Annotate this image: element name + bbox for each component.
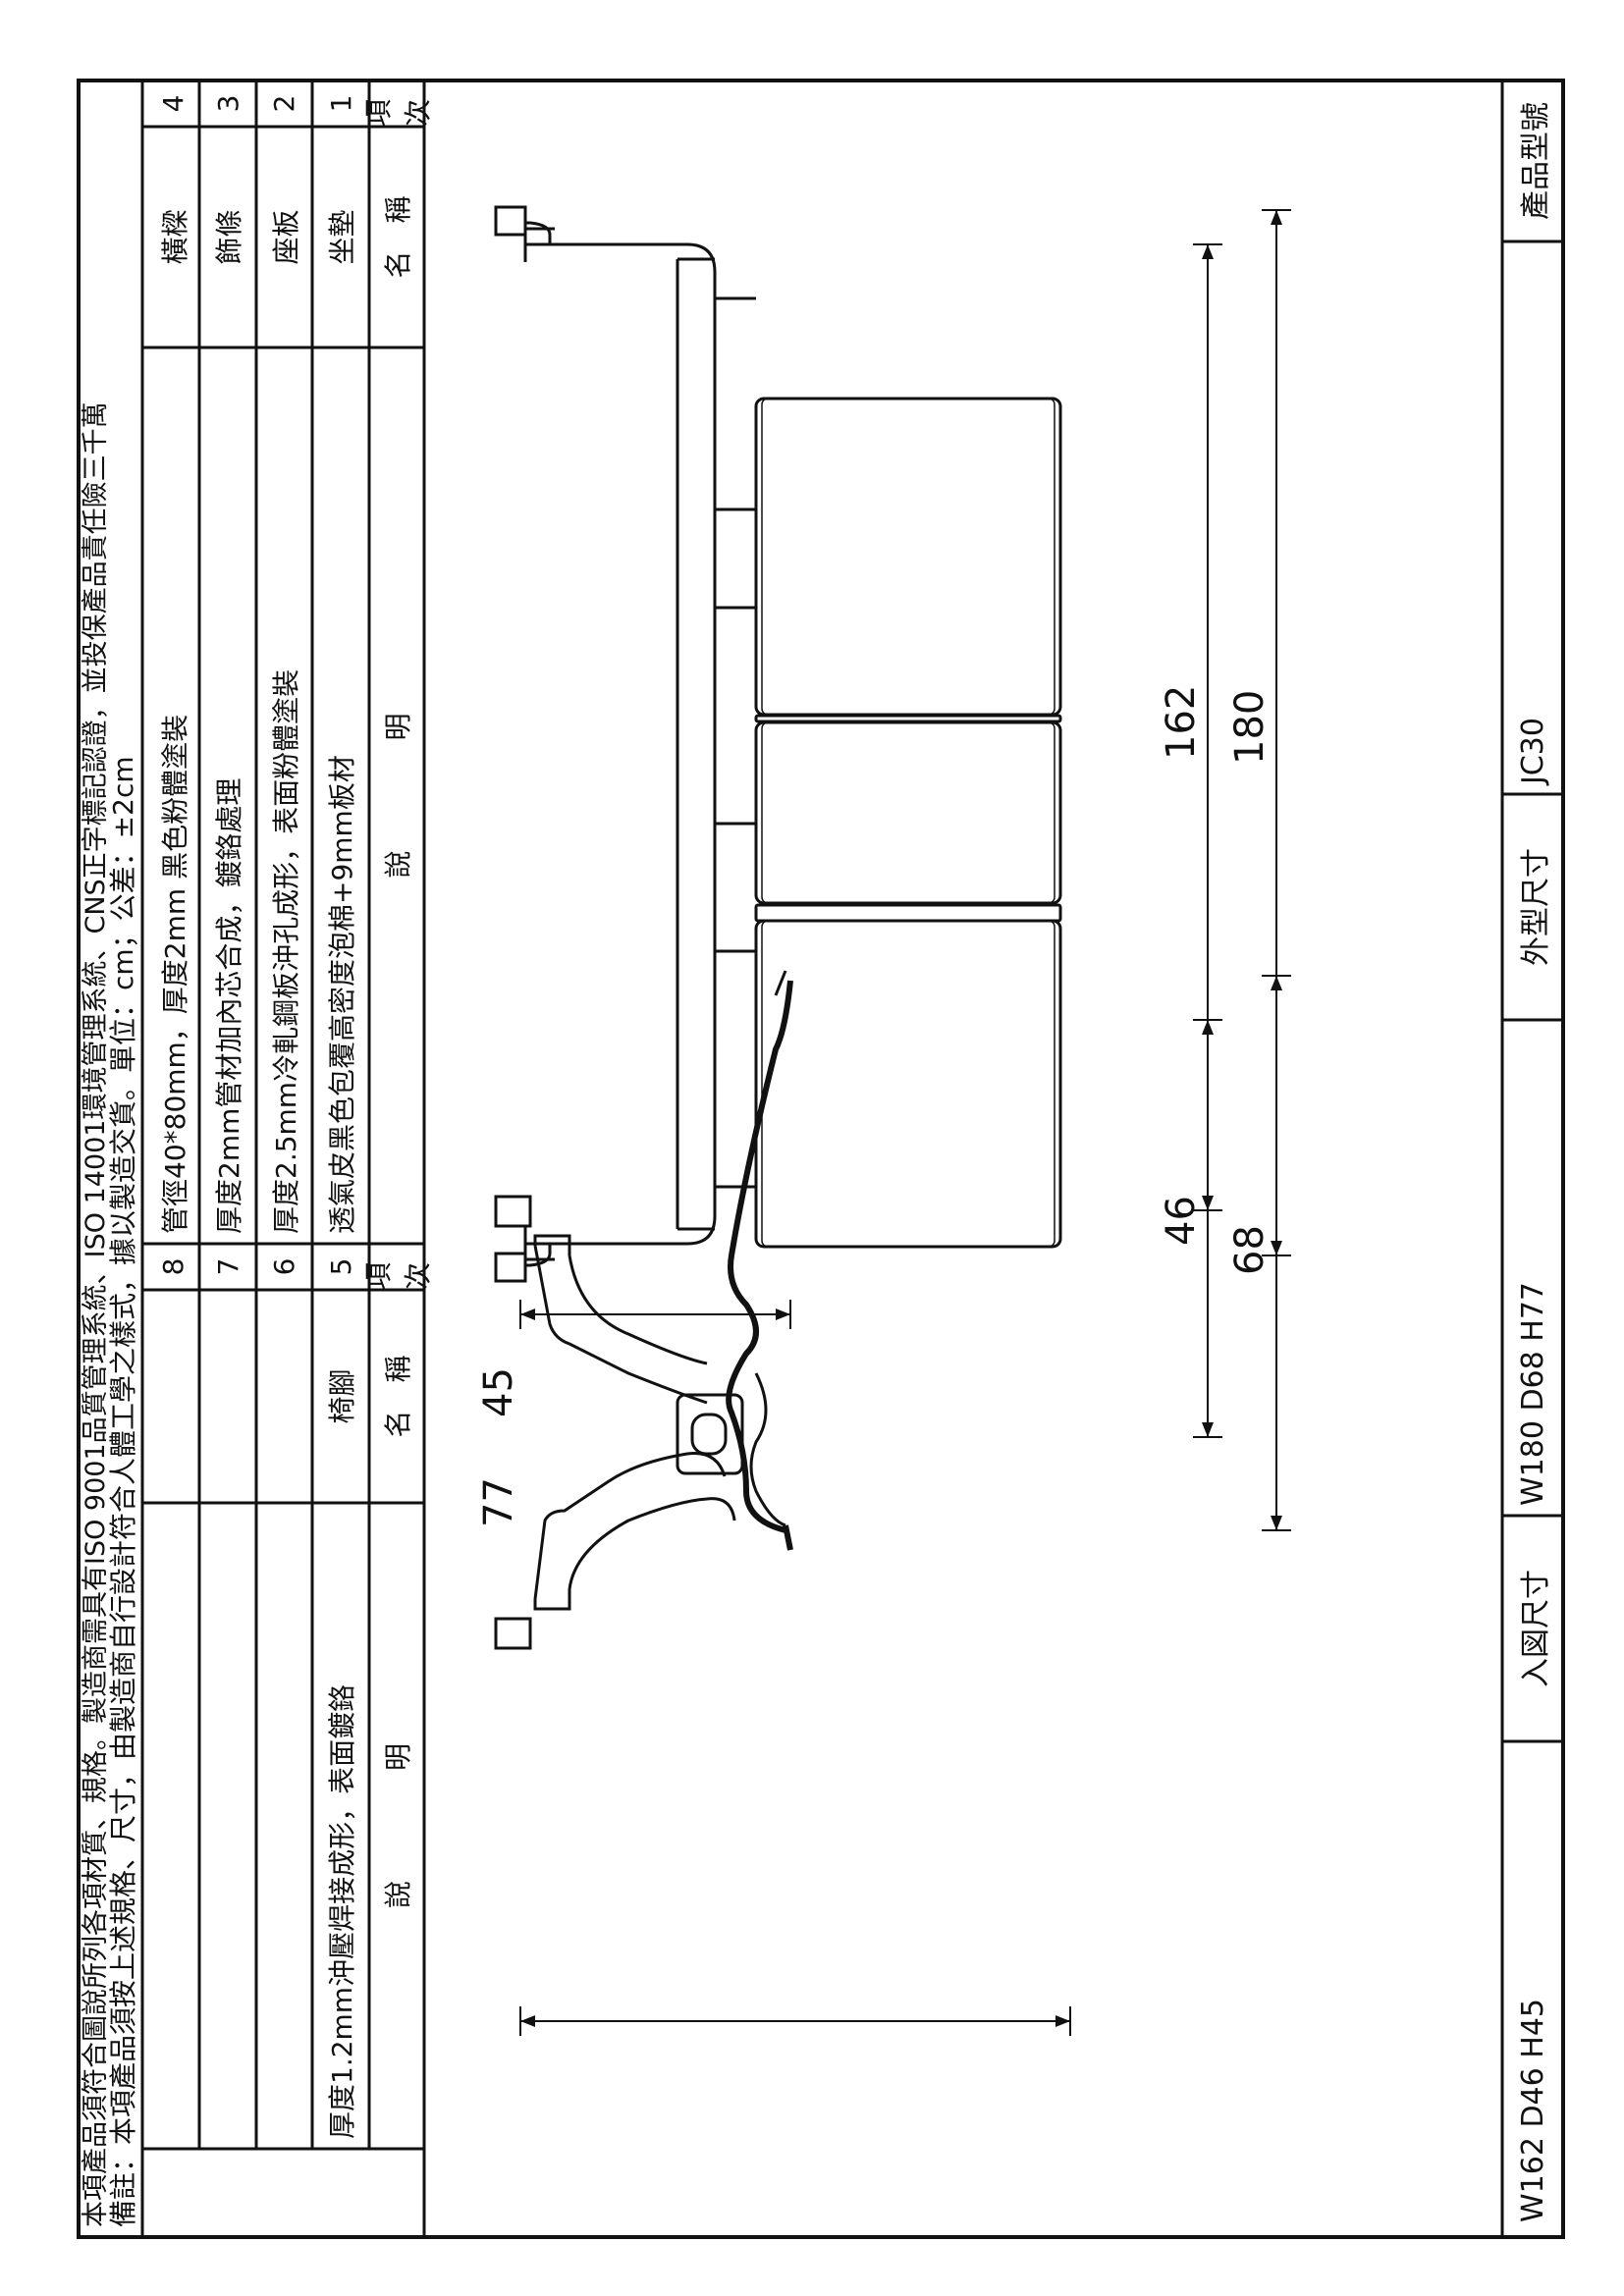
- dim-seat-width: 162: [1159, 684, 1204, 760]
- row-desc: 厚度2.5mm冷軋鋼板沖孔成形，表面粉體塗裝: [269, 668, 302, 1234]
- row-name: 椅腳: [326, 1368, 358, 1424]
- row-desc: 厚度1.2mm沖壓焊接成形，表面鍍鉻: [326, 1683, 358, 2139]
- col-desc-header-right: 說 明: [382, 1743, 414, 1909]
- row-no: 6: [268, 1257, 300, 1276]
- seat-size-value: W162 D46 H45: [1515, 1998, 1550, 2222]
- row-no: 2: [268, 94, 300, 113]
- outer-size-value: W180 D68 H77: [1515, 1281, 1550, 1506]
- model-value: JC30: [1515, 718, 1550, 784]
- side-view: [494, 970, 1291, 2036]
- row-name: 坐墊: [326, 209, 358, 265]
- col-name-header-right: 名 稱: [382, 1355, 414, 1438]
- front-view: [494, 205, 1291, 1329]
- col-desc-header: 說 明: [382, 713, 414, 879]
- row-name: 橫樑: [158, 209, 191, 265]
- outer-size-label: 外型尺寸: [1519, 848, 1553, 966]
- row-no: 1: [324, 94, 357, 113]
- row-no: 7: [211, 1257, 244, 1276]
- dim-leg-depth: 45: [476, 1367, 521, 1417]
- dim-total-width: 180: [1227, 689, 1272, 765]
- row-desc: 厚度2mm管材加內芯合成，鍍鉻處理: [213, 777, 245, 1234]
- dim-height: 77: [476, 1477, 521, 1527]
- col-no-header-right: 項次: [362, 1261, 434, 1290]
- arrowheads: [520, 210, 1282, 1320]
- seat-size-label: 入図尺寸: [1519, 1570, 1553, 1687]
- row-desc: 管徑40*80mm，厚度2mm 黑色粉體塗裝: [158, 714, 191, 1234]
- dim-total-depth: 68: [1227, 1225, 1272, 1275]
- notes-line-2: 本項產品須符合圖說所列各項材質、規格。製造商需具有ISO 9001品質管理系統、…: [80, 401, 111, 2227]
- row-no: 8: [157, 1257, 189, 1276]
- col-no-header: 項次: [362, 98, 434, 127]
- row-name: 飾條: [213, 209, 245, 265]
- row-desc: 透氣皮黑色包覆高密度泡棉+9mm板材: [326, 755, 358, 1234]
- model-label: 產品型號: [1519, 102, 1553, 220]
- dim-seat-depth: 46: [1159, 1196, 1204, 1246]
- row-no: 4: [157, 94, 189, 113]
- row-no: 3: [211, 94, 244, 113]
- col-name-header: 名 稱: [382, 195, 414, 279]
- row-no: 5: [324, 1257, 357, 1276]
- row-name: 座板: [269, 209, 302, 265]
